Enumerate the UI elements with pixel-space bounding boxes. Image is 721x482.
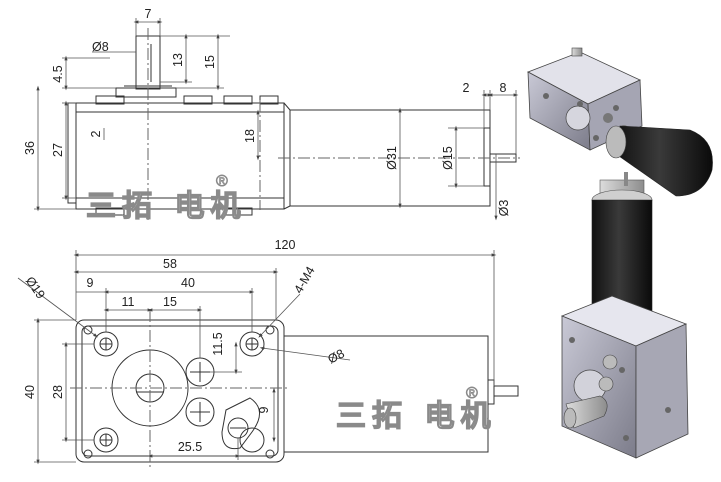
dim-total-len: 120 (275, 238, 296, 252)
dim-thread-holes: 4-M4 (291, 264, 317, 296)
mounting-hole-top-left (93, 331, 119, 357)
dim-shaft-len: 15 (203, 55, 217, 69)
dim-hole-pitch: 40 (181, 276, 195, 290)
render-3d-bottom (560, 172, 689, 459)
dim-motor-shaft: Ø8 (325, 346, 346, 366)
dim-height: 40 (23, 385, 37, 399)
watermark-reg-side: ® (216, 173, 228, 190)
side-view-dimensions (34, 18, 519, 221)
dim-boss-dia: Ø15 (441, 146, 455, 170)
dim-motor-dia: Ø31 (385, 146, 399, 170)
dim-boss-len: 2 (463, 81, 470, 95)
render-3d-top (527, 47, 713, 197)
watermark-reg-front: ® (466, 385, 478, 402)
slot-outline (221, 397, 260, 450)
dim-out-shaft-len: 8 (500, 81, 507, 95)
dim-offset-v: 11.5 (211, 332, 225, 355)
dim-box-len: 58 (163, 257, 177, 271)
dim-motor-center: 18 (243, 129, 257, 143)
side-view (67, 28, 520, 220)
mounting-hole-bottom-left (93, 427, 119, 453)
dim-bottom-offset: 9 (257, 406, 271, 413)
dim-gap: 2 (89, 130, 103, 137)
dim-hole-span: 28 (51, 385, 65, 399)
dim-box-inner: 27 (51, 143, 65, 157)
dim-box-h: 36 (23, 141, 37, 155)
dim-center-a: 11 (122, 295, 135, 309)
dim-shaft-dia: Ø8 (92, 40, 109, 54)
dim-slot-pitch: 25.5 (178, 440, 202, 454)
mounting-hole-bottom-right (239, 427, 265, 453)
front-view-dimensions (17, 250, 497, 465)
dim-center-b: 15 (163, 295, 177, 309)
front-view (70, 310, 519, 470)
dim-flat-len: 13 (171, 53, 185, 67)
watermark-front: 三拓 电机 (336, 399, 496, 434)
dim-shaft-offset: 7 (145, 7, 152, 21)
watermark-side: 三拓 电机 (86, 189, 246, 224)
dim-edge-offset: 9 (87, 276, 94, 290)
dim-mount-h: 4.5 (51, 65, 65, 82)
motor-body-front (283, 335, 489, 453)
dim-out-shaft-dia: Ø3 (497, 200, 511, 217)
